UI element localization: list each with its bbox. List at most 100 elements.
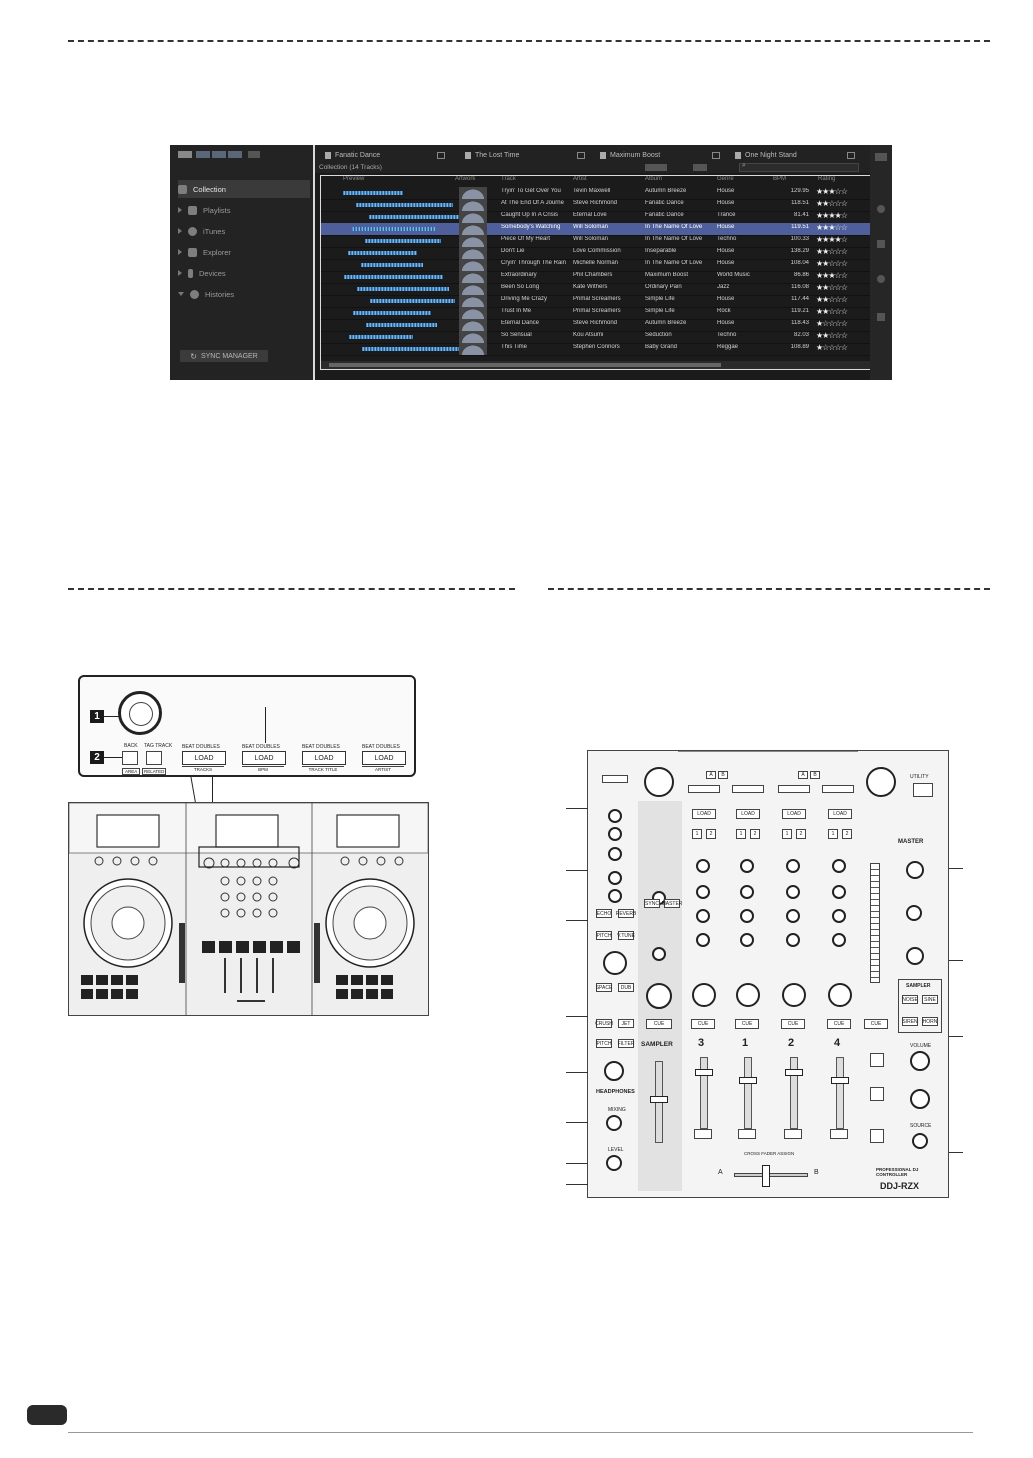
sampler-parameter-knob[interactable] — [910, 1089, 930, 1109]
star-icon[interactable]: ☆ — [840, 307, 848, 316]
playlist-tab[interactable]: The Lost Time — [465, 148, 585, 162]
menu-icon[interactable] — [437, 151, 445, 159]
load-button-deck-3[interactable]: LOAD — [182, 751, 226, 765]
menu-icon[interactable] — [577, 151, 585, 159]
master-balance-knob[interactable] — [906, 905, 922, 921]
playlist-tab[interactable]: Maximum Boost — [600, 148, 720, 162]
eq-hi-knob[interactable] — [832, 885, 846, 899]
star-icon[interactable]: ★ — [816, 307, 823, 316]
star-icon[interactable]: ☆ — [834, 247, 842, 256]
cue-button[interactable]: CUE — [691, 1019, 715, 1029]
star-icon[interactable]: ★ — [816, 319, 823, 328]
expand-arrow-icon[interactable] — [178, 249, 182, 255]
pad-button[interactable]: 1 — [736, 829, 746, 839]
input-select-switch[interactable] — [688, 785, 720, 793]
crossfader-track[interactable] — [734, 1173, 808, 1177]
nav-item-devices[interactable]: Devices — [178, 264, 310, 282]
rating-stars[interactable]: ★★★☆☆ — [816, 223, 848, 232]
waveform-preview[interactable] — [361, 263, 423, 267]
rating-stars[interactable]: ★★☆☆☆ — [816, 247, 848, 256]
sampler-volume-knob[interactable] — [910, 1051, 930, 1071]
star-icon[interactable]: ★ — [816, 259, 823, 268]
star-icon[interactable]: ☆ — [834, 307, 842, 316]
noise-button[interactable]: NOISE — [902, 995, 918, 1004]
browse-knob-right[interactable] — [866, 767, 896, 797]
color-knob[interactable] — [736, 983, 760, 1007]
star-icon[interactable]: ☆ — [834, 283, 842, 292]
waveform-preview[interactable] — [357, 287, 449, 291]
siren-button[interactable]: SIREN — [902, 1017, 918, 1026]
star-icon[interactable]: ☆ — [840, 343, 848, 352]
source-knob[interactable] — [912, 1133, 928, 1149]
star-icon[interactable]: ☆ — [834, 295, 842, 304]
mic-level-knob[interactable] — [608, 871, 622, 885]
eq-mid-knob[interactable] — [832, 909, 846, 923]
waveform-preview[interactable] — [348, 251, 417, 255]
nav-item-explorer[interactable]: Explorer — [178, 243, 310, 261]
rating-stars[interactable]: ★★★☆☆ — [816, 271, 848, 280]
panel-icon[interactable] — [875, 153, 887, 161]
star-icon[interactable]: ☆ — [822, 343, 829, 352]
star-icon[interactable]: ★ — [816, 223, 823, 232]
parameter-knob[interactable] — [603, 951, 627, 975]
star-icon[interactable]: ★ — [822, 247, 829, 256]
star-icon[interactable]: ☆ — [822, 319, 829, 328]
star-icon[interactable]: ★ — [816, 235, 823, 244]
menu-icon[interactable] — [712, 151, 720, 159]
list-view-icon[interactable] — [645, 164, 667, 171]
layout-mode-icon[interactable] — [178, 151, 192, 158]
pad-button[interactable]: 2 — [750, 829, 760, 839]
pad-button[interactable]: 2 — [796, 829, 806, 839]
star-icon[interactable]: ★ — [822, 331, 829, 340]
rating-stars[interactable]: ★☆☆☆☆ — [816, 343, 848, 352]
panel-icon[interactable] — [877, 275, 885, 283]
star-icon[interactable]: ★ — [822, 211, 829, 220]
utility-button[interactable] — [913, 783, 933, 797]
star-icon[interactable]: ☆ — [840, 235, 848, 244]
noise-button[interactable]: PITCH — [596, 1039, 612, 1048]
eq-mid-knob[interactable] — [696, 909, 710, 923]
crossfader-assign-switch[interactable] — [830, 1129, 848, 1139]
rating-stars[interactable]: ★★☆☆☆ — [816, 295, 848, 304]
crossfader-assign-switch[interactable] — [694, 1129, 712, 1139]
trim-knob[interactable] — [832, 859, 846, 873]
beat-sync-master-button[interactable]: MASTER — [661, 899, 683, 908]
nav-item-histories[interactable]: Histories — [178, 285, 310, 303]
search-field[interactable]: ⌕ — [739, 162, 859, 172]
rotary-selector-knob[interactable] — [118, 691, 162, 735]
sampler-gain-knob[interactable] — [652, 947, 666, 961]
menu-icon[interactable] — [847, 151, 855, 159]
rating-stars[interactable]: ★★☆☆☆ — [816, 331, 848, 340]
filter-button[interactable]: FILTER — [617, 1039, 635, 1048]
column-header-bpm[interactable]: BPM — [773, 176, 787, 182]
star-icon[interactable]: ★ — [816, 343, 823, 352]
star-icon[interactable]: ★ — [816, 199, 823, 208]
star-icon[interactable]: ☆ — [834, 199, 842, 208]
load-button[interactable]: LOAD — [828, 809, 852, 819]
star-icon[interactable]: ☆ — [828, 319, 835, 328]
waveform-preview[interactable] — [352, 227, 435, 231]
eq-mid-knob[interactable] — [740, 909, 754, 923]
pitch-button[interactable]: PITCH — [596, 931, 612, 940]
waveform-preview[interactable] — [370, 299, 455, 303]
trim-knob[interactable] — [696, 859, 710, 873]
star-icon[interactable]: ☆ — [840, 199, 848, 208]
echo-button[interactable]: ECHO — [596, 909, 612, 918]
star-icon[interactable]: ☆ — [840, 271, 848, 280]
crossfader-assign-switch[interactable] — [738, 1129, 756, 1139]
load-button[interactable]: LOAD — [736, 809, 760, 819]
rating-stars[interactable]: ★★★★☆ — [816, 211, 848, 220]
input-select-switch[interactable] — [778, 785, 810, 793]
column-header-preview[interactable]: Preview — [343, 176, 365, 182]
color-knob[interactable] — [782, 983, 806, 1007]
column-header-artwork[interactable]: Artwork — [455, 176, 476, 182]
waveform-preview[interactable] — [366, 323, 437, 327]
